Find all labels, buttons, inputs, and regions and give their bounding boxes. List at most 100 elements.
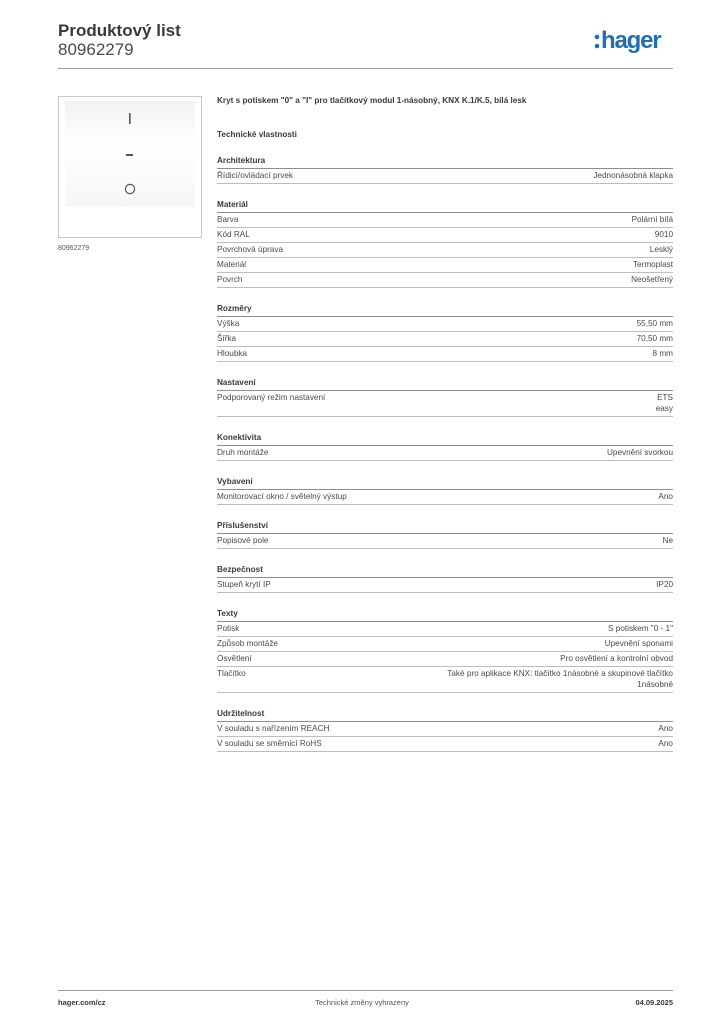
spec-value: Ano (658, 738, 673, 749)
spec-label: Tlačítko (217, 669, 246, 678)
spec-label: Monitorovací okno / světelný výstup (217, 492, 347, 501)
spec-row: Stupeň krytí IP IP20 (217, 578, 673, 593)
spec-value-line: Ne (662, 536, 673, 545)
spec-value: Polární bílá (632, 214, 673, 225)
section-title: Udržitelnost (217, 708, 673, 722)
spec-value-line: IP20 (656, 580, 673, 589)
product-image (58, 96, 202, 238)
spec-value: Jednonásobná klapka (593, 170, 673, 181)
symbol-zero-mark (124, 183, 136, 195)
spec-label: Podporovaný režim nastavení (217, 393, 326, 402)
spec-row: Tlačítko Také pro aplikace KNX: tlačítko … (217, 667, 673, 693)
image-caption: 80962279 (58, 245, 90, 252)
spec-row: V souladu se směrnicí RoHS Ano (217, 737, 673, 752)
footer-date: 04.09.2025 (635, 998, 673, 1007)
spec-value-line: Neošetřený (631, 275, 673, 284)
spec-label: Osvětlení (217, 654, 252, 663)
spec-value: 8 mm (653, 348, 673, 359)
section-title: Bezpečnost (217, 564, 673, 578)
spec-value: 9010 (655, 229, 673, 240)
spec-value-line: Jednonásobná klapka (593, 171, 673, 180)
spec-label: Popisové pole (217, 536, 269, 545)
spec-value: Neošetřený (631, 274, 673, 285)
spec-value: 70,50 mm (637, 333, 673, 344)
spec-value: IP20 (656, 579, 673, 590)
spec-label: Řídicí/ovládací prvek (217, 171, 293, 180)
header-divider (58, 68, 673, 69)
section-title: Příslušenství (217, 520, 673, 534)
spec-value: Ano (658, 491, 673, 502)
spec-row: Materiál Termoplast (217, 258, 673, 273)
spec-value: Pro osvětlení a kontrolní obvod (560, 653, 673, 664)
spec-label: Materiál (217, 260, 247, 269)
logo-text: hager (601, 27, 661, 54)
hager-logo: hager (594, 27, 662, 54)
spec-label: V souladu s nařízením REACH (217, 724, 330, 733)
spec-value: Ne (663, 535, 673, 546)
spec-row: Kód RAL 9010 (217, 228, 673, 243)
spec-label: Výška (217, 319, 240, 328)
spec-value-line: 8 mm (652, 349, 673, 358)
footer-website: hager.com/cz (58, 998, 106, 1007)
footer-notice: Technické změny vyhrazeny (315, 998, 409, 1007)
spec-row: V souladu s nařízením REACH Ano (217, 722, 673, 737)
spec-row: Řídicí/ovládací prvek Jednonásobná klapka (217, 169, 673, 184)
spec-value-line: Termoplast (632, 260, 673, 269)
spec-label: Stupeň krytí IP (217, 580, 271, 589)
section-title: Vybavení (217, 476, 673, 490)
spec-label: Povrch (217, 275, 243, 284)
spec-value: Ano (658, 723, 673, 734)
spec-value-line: 70,50 mm (636, 334, 673, 343)
footer-divider (58, 990, 673, 991)
page-title: Produktový list (58, 21, 181, 40)
spec-label: Šířka (217, 334, 237, 343)
spec-value-line: Pro osvětlení a kontrolní obvod (560, 654, 673, 663)
spec-value: 55,50 mm (637, 318, 673, 329)
spec-value-line: Ano (658, 492, 673, 501)
spec-label: Potisk (217, 624, 240, 633)
spec-value-line: Upevnění sponami (604, 639, 673, 648)
spec-value: Termoplast (633, 259, 673, 270)
cover-plate (65, 101, 195, 207)
section-title: Nastavení (217, 377, 673, 391)
tech-properties-heading: Technické vlastnosti (217, 130, 297, 139)
spec-value-line: Také pro aplikace KNX: tlačítko 1násobné… (447, 669, 673, 678)
section-title: Texty (217, 608, 673, 622)
product-description: Kryt s potiskem "0" a "I" pro tlačítkový… (217, 96, 527, 105)
spec-value: Upevnění sponami (605, 638, 673, 649)
spec-value-line: S potiskem "0 - 1" (608, 624, 673, 633)
spec-value-line: Polární bílá (631, 215, 673, 224)
spec-row: Povrch Neošetřený (217, 273, 673, 288)
spec-row: Osvětlení Pro osvětlení a kontrolní obvod (217, 652, 673, 667)
spec-label: Druh montáže (217, 448, 269, 457)
spec-value: Také pro aplikace KNX: tlačítko 1násobné… (447, 668, 673, 690)
spec-label: Kód RAL (217, 230, 250, 239)
spec-value-line: 1násobné (637, 680, 673, 689)
spec-label: V souladu se směrnicí RoHS (217, 739, 322, 748)
plate-symbols (124, 113, 136, 195)
spec-label: Povrchová úprava (217, 245, 283, 254)
spec-row: Výška 55,50 mm (217, 317, 673, 332)
spec-value-line: easy (655, 404, 673, 413)
section-title: Architektura (217, 155, 673, 169)
section-title: Rozměry (217, 303, 673, 317)
section-title: Materiál (217, 199, 673, 213)
spec-value-line: Ano (658, 724, 673, 733)
spec-content: Kryt s potiskem "0" a "I" pro tlačítkový… (217, 95, 673, 752)
spec-value-line: 55,50 mm (636, 319, 673, 328)
symbol-one-mark (129, 113, 131, 124)
section-title: Konektivita (217, 432, 673, 446)
